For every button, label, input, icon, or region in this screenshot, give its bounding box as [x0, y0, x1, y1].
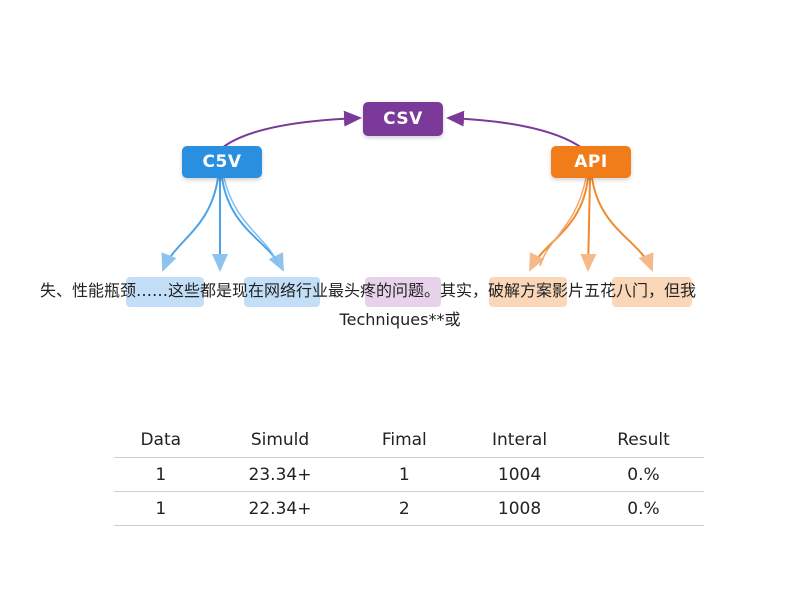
header-result: Result — [582, 423, 704, 458]
table-cell: 0.% — [582, 491, 704, 526]
table-cell: 1008 — [456, 491, 583, 526]
child-box-right-1 — [489, 277, 567, 307]
data-table: Data Simuld Fimal Interal Result 1 23.34… — [114, 423, 704, 526]
edge-left-to-top — [221, 110, 362, 149]
header-interal: Interal — [456, 423, 583, 458]
table-cell: 1 — [114, 457, 208, 492]
node-right-api: API — [551, 146, 631, 178]
node-top-csv: CSV — [363, 102, 443, 136]
edge-left-fan-3 — [221, 177, 284, 272]
table-row: 1 22.34+ 2 1008 0.% — [114, 491, 704, 526]
edge-left-fan-4 — [223, 177, 279, 267]
table-cell: 1004 — [456, 457, 583, 492]
child-box-center — [365, 277, 441, 307]
header-fimal: Fimal — [352, 423, 457, 458]
edge-right-fan-3 — [591, 177, 654, 272]
edge-right-fan-4 — [539, 177, 587, 267]
edge-right-fan-1 — [529, 177, 589, 272]
child-box-left-1 — [126, 277, 204, 307]
table-cell: 22.34+ — [207, 491, 353, 526]
table-cell: 23.34+ — [207, 457, 353, 492]
overlay-caption-line2: Techniques**或 — [339, 310, 461, 329]
table-cell: 0.% — [582, 457, 704, 492]
child-box-left-2 — [244, 277, 320, 307]
edge-right-to-top — [446, 110, 583, 149]
table-cell: 1 — [352, 457, 457, 492]
header-data: Data — [114, 423, 208, 458]
table-cell: 1 — [114, 491, 208, 526]
table-header-row: Data Simuld Fimal Interal Result — [114, 423, 704, 458]
header-simuld: Simuld — [207, 423, 353, 458]
child-box-right-2 — [612, 277, 692, 307]
node-left-c5v: C5V — [182, 146, 262, 178]
overlay-caption-line1: 失、性能瓶颈……这些都是现在网络行业最头疼的问题。其实，破解方案影片五花八门，但… — [39, 281, 696, 300]
edge-left-fan-1 — [161, 177, 219, 272]
table-row: 1 23.34+ 1 1004 0.% — [114, 457, 704, 492]
table-cell: 2 — [352, 491, 457, 526]
edge-right-fan-2 — [580, 177, 597, 272]
